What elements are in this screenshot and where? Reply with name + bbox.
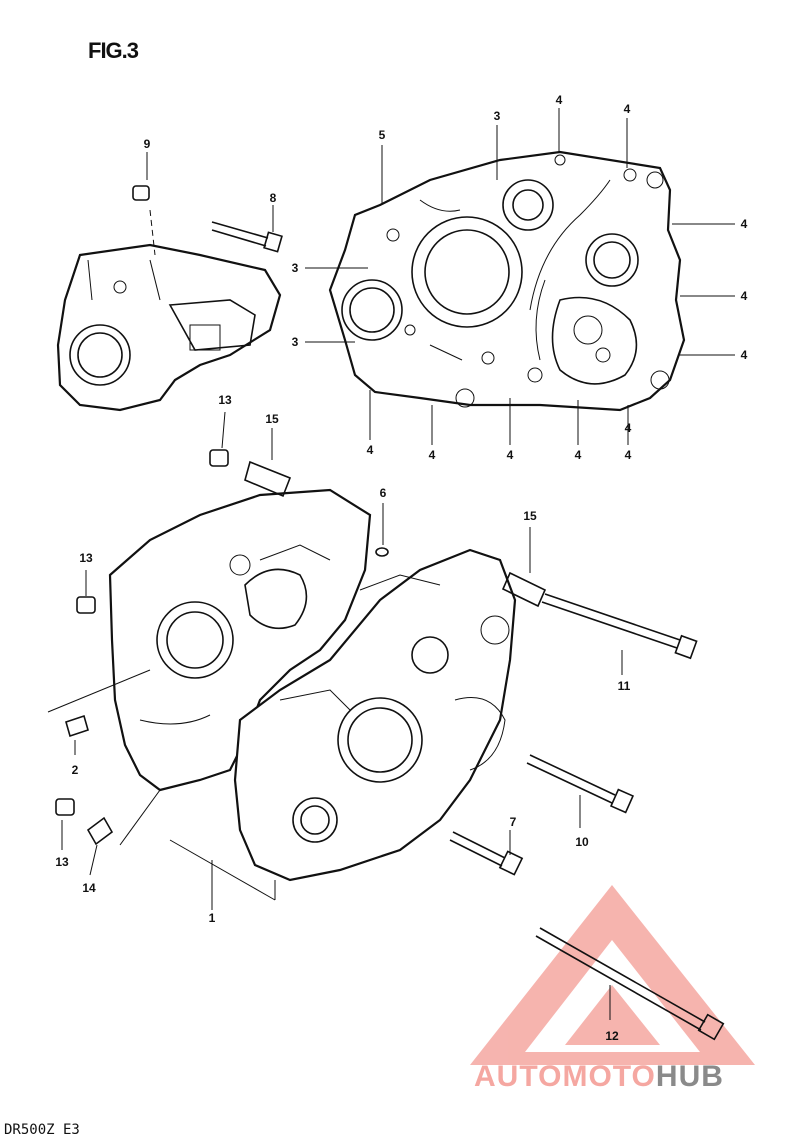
callout-4-h: 4 xyxy=(507,448,514,462)
small-parts xyxy=(55,185,725,1041)
callout-4-k: 4 xyxy=(625,421,632,435)
callout-4-e: 4 xyxy=(741,348,748,362)
callout-4-d: 4 xyxy=(741,289,748,303)
figure-title: FIG.3 xyxy=(88,38,139,63)
callout-10: 10 xyxy=(575,835,589,849)
callout-4-c: 4 xyxy=(741,217,748,231)
callout-4-g: 4 xyxy=(429,448,436,462)
callout-3-mid: 3 xyxy=(292,261,299,275)
callout-4-a: 4 xyxy=(556,93,563,107)
callout-7: 7 xyxy=(510,815,517,829)
callout-5: 5 xyxy=(379,128,386,142)
callout-13-mid: 13 xyxy=(79,551,93,565)
callout-9: 9 xyxy=(144,137,151,151)
callout-13-low: 13 xyxy=(55,855,69,869)
callout-8: 8 xyxy=(270,191,277,205)
callout-1: 1 xyxy=(209,911,216,925)
callout-3-top: 3 xyxy=(494,109,501,123)
callout-4-f: 4 xyxy=(367,443,374,457)
callout-14: 14 xyxy=(82,881,96,895)
callout-15-right: 15 xyxy=(523,509,537,523)
callout-6: 6 xyxy=(380,486,387,500)
callout-2: 2 xyxy=(72,763,79,777)
upper-left-housing xyxy=(56,209,282,412)
callout-13-top: 13 xyxy=(218,393,232,407)
callout-4-b: 4 xyxy=(624,102,631,116)
callout-12: 12 xyxy=(605,1029,619,1043)
crankcase-cover xyxy=(328,150,686,412)
leader-lines xyxy=(47,108,735,1020)
model-code: DR500Z E3 xyxy=(4,1122,80,1138)
callout-4-i: 4 xyxy=(575,448,582,462)
watermark-text: AUTOMOTOHUB xyxy=(474,1060,724,1094)
callout-4-j: 4 xyxy=(625,448,632,462)
watermark-part-2: HUB xyxy=(655,1060,724,1093)
callout-3-low: 3 xyxy=(292,335,299,349)
watermark-part-1: AUTOMOTO xyxy=(474,1060,656,1093)
callout-labels: 1 2 3 3 3 4 4 4 4 4 4 4 4 4 4 4 5 6 7 8 … xyxy=(55,93,747,1043)
callout-15-left: 15 xyxy=(265,412,279,426)
callout-11: 11 xyxy=(618,679,631,693)
crankcase-assembly xyxy=(108,488,517,882)
